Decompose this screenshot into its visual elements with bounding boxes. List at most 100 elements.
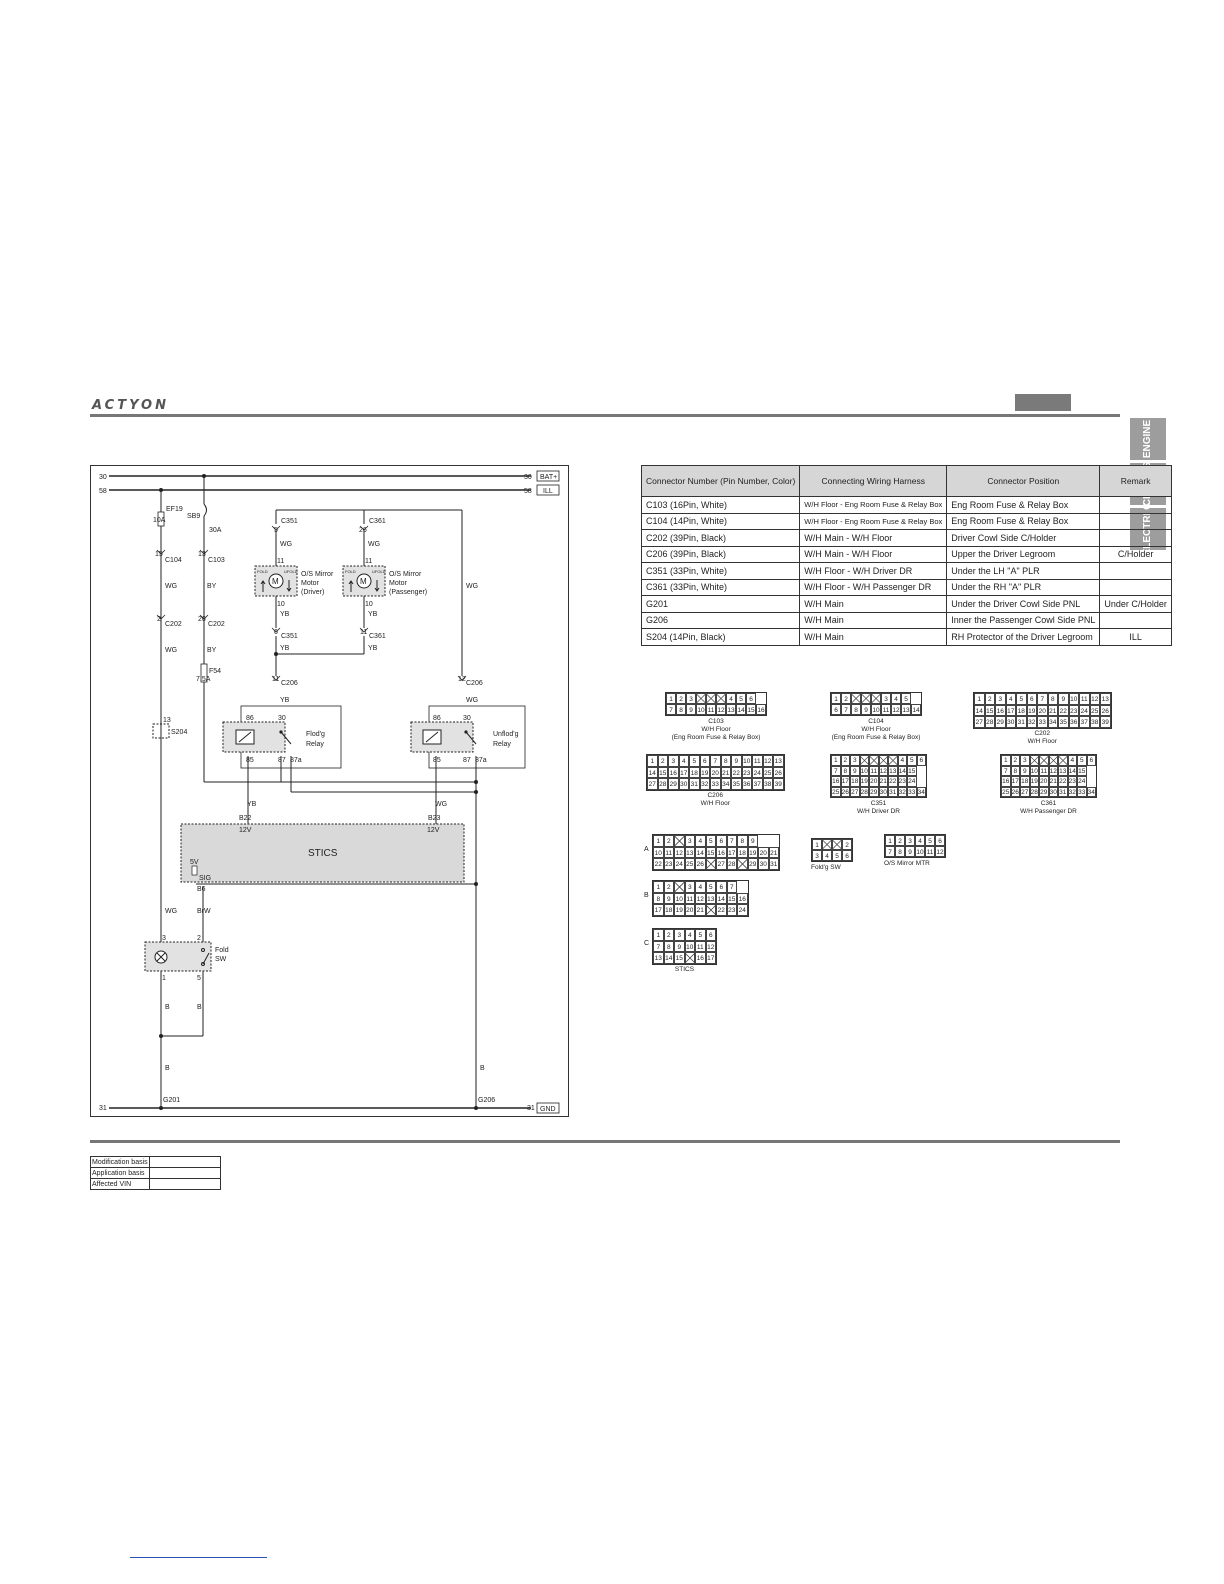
wire-yb-1: YB bbox=[280, 611, 290, 618]
table-cell: W/H Main bbox=[799, 628, 948, 646]
table-cell: W/H Main bbox=[799, 595, 948, 613]
wire-by-1: BY bbox=[207, 583, 217, 590]
pin-cell: 6 bbox=[842, 850, 852, 861]
wire-yb-6: YB bbox=[247, 801, 257, 808]
pin-cell: 24 bbox=[1079, 704, 1090, 716]
pin-cell bbox=[1058, 755, 1068, 766]
conn-c104: C104 bbox=[165, 557, 182, 564]
pin-c202a: 2 bbox=[157, 616, 161, 623]
relay-fold-85: 85 bbox=[246, 757, 254, 764]
table-row: Modification basis bbox=[90, 1156, 221, 1168]
pin-cell: 18 bbox=[663, 904, 674, 916]
wire-wg-3: WG bbox=[280, 541, 292, 548]
pin-cell: 5 bbox=[736, 693, 746, 704]
wire-yb-5: YB bbox=[280, 697, 290, 704]
conn-c103: C103 bbox=[208, 557, 225, 564]
pin-cell: 31 bbox=[768, 858, 779, 870]
pin-cell: 7 bbox=[1001, 765, 1011, 776]
pin-cell bbox=[674, 881, 685, 893]
pin-c361-bot: 11 bbox=[360, 629, 367, 636]
table-cell: Under C/Holder bbox=[1099, 595, 1172, 613]
pinout-tag: A bbox=[644, 846, 649, 853]
pin-cell: 15 bbox=[657, 766, 668, 778]
table-cell bbox=[1099, 578, 1172, 596]
table-row: C104 (14Pin, White)W/H Floor - Eng Room … bbox=[640, 512, 1172, 530]
pin-cell: 9 bbox=[861, 704, 871, 715]
pin-cell: 6 bbox=[935, 835, 945, 846]
pin-cell: 38 bbox=[1089, 716, 1100, 728]
table-cell: Under the Driver Cowl Side PNL bbox=[946, 595, 1101, 613]
pin-cell: 12 bbox=[1048, 765, 1058, 776]
pin-cell: 14 bbox=[716, 892, 727, 904]
mod-value bbox=[148, 1167, 221, 1179]
pin-cell: 11 bbox=[684, 892, 695, 904]
pin-cell: 18 bbox=[689, 766, 700, 778]
pin-cell: 4 bbox=[695, 881, 706, 893]
pin-cell bbox=[705, 858, 716, 870]
pin-cell: 31 bbox=[689, 778, 700, 790]
pin-cell: 9 bbox=[1020, 765, 1030, 776]
table-cell bbox=[1099, 512, 1172, 530]
pin-cell: 30 bbox=[1005, 716, 1016, 728]
table-cell: Eng Room Fuse & Relay Box bbox=[946, 496, 1101, 514]
table-cell: G201 bbox=[640, 595, 801, 613]
pin-cell: 3 bbox=[995, 693, 1006, 705]
relay-unfold-name2: Relay bbox=[493, 741, 511, 748]
pin-cell: 11 bbox=[695, 940, 706, 952]
pin-cell: 11 bbox=[752, 755, 763, 767]
pin-cell: 13 bbox=[773, 755, 784, 767]
pinout-caption: C103 bbox=[708, 718, 724, 725]
pin-cell: 1 bbox=[653, 881, 664, 893]
pin-cell bbox=[684, 952, 695, 964]
pin-cell: 19 bbox=[859, 776, 869, 787]
conn-c351-top: C351 bbox=[281, 518, 298, 525]
relay-unfolding bbox=[410, 705, 526, 769]
pin-cell: 21 bbox=[720, 766, 731, 778]
relay-fold-87: 87 bbox=[278, 757, 286, 764]
table-cell: Driver Cowl Side C/Holder bbox=[946, 529, 1101, 547]
header-rule bbox=[90, 414, 1120, 417]
pin-cell: 14 bbox=[647, 766, 658, 778]
pin-cell: 26 bbox=[1100, 704, 1111, 716]
pin-cell: 34 bbox=[1086, 786, 1096, 797]
pin-cell: 21 bbox=[695, 904, 706, 916]
pin-cell: 23 bbox=[897, 776, 907, 787]
pin-cell: 5 bbox=[907, 755, 917, 766]
pin-cell: 2 bbox=[663, 881, 674, 893]
pin-cell: 2 bbox=[840, 755, 850, 766]
stics-b23: B23 bbox=[428, 815, 441, 822]
pin-cell: 12 bbox=[695, 892, 706, 904]
pin-cell: 15 bbox=[984, 704, 995, 716]
pin-cell: 27 bbox=[1020, 786, 1030, 797]
mod-label: Modification basis bbox=[90, 1156, 150, 1168]
pin-cell: 38 bbox=[762, 778, 773, 790]
pin-cell: 9 bbox=[747, 835, 758, 847]
fold-sw-name2: SW bbox=[215, 956, 227, 963]
pin-cell: 8 bbox=[1010, 765, 1020, 776]
pinout-caption: C202 bbox=[1034, 730, 1051, 737]
pin-cell: 18 bbox=[850, 776, 860, 787]
pin-cell: 28 bbox=[657, 778, 668, 790]
wire-b-2: B bbox=[197, 1004, 202, 1011]
rail-30-left: 30 bbox=[99, 474, 107, 481]
pin-cell: 31 bbox=[888, 786, 898, 797]
motor-passenger-m: M bbox=[360, 577, 367, 586]
mod-label: Application basis bbox=[90, 1167, 150, 1179]
label-ill: ILL bbox=[543, 488, 553, 495]
table-cell: RH Protector of the Driver Legroom bbox=[946, 628, 1101, 646]
pin-cell: 39 bbox=[773, 778, 784, 790]
pin-c206a: 11 bbox=[272, 676, 279, 683]
pin-cell: 9 bbox=[905, 846, 915, 857]
fuse-f54-amp: 7.5A bbox=[196, 676, 211, 683]
pin-cell: 6 bbox=[1026, 693, 1037, 705]
fold-sw-p1: 1 bbox=[162, 975, 166, 982]
pin-cell: 37 bbox=[752, 778, 763, 790]
tab-engine[interactable]: ENGINE bbox=[1130, 418, 1166, 460]
pin-cell: 16 bbox=[1001, 776, 1011, 787]
stics-b22: B22 bbox=[239, 815, 252, 822]
pin-cell: 17 bbox=[705, 952, 716, 964]
pin-cell: 10 bbox=[741, 755, 752, 767]
